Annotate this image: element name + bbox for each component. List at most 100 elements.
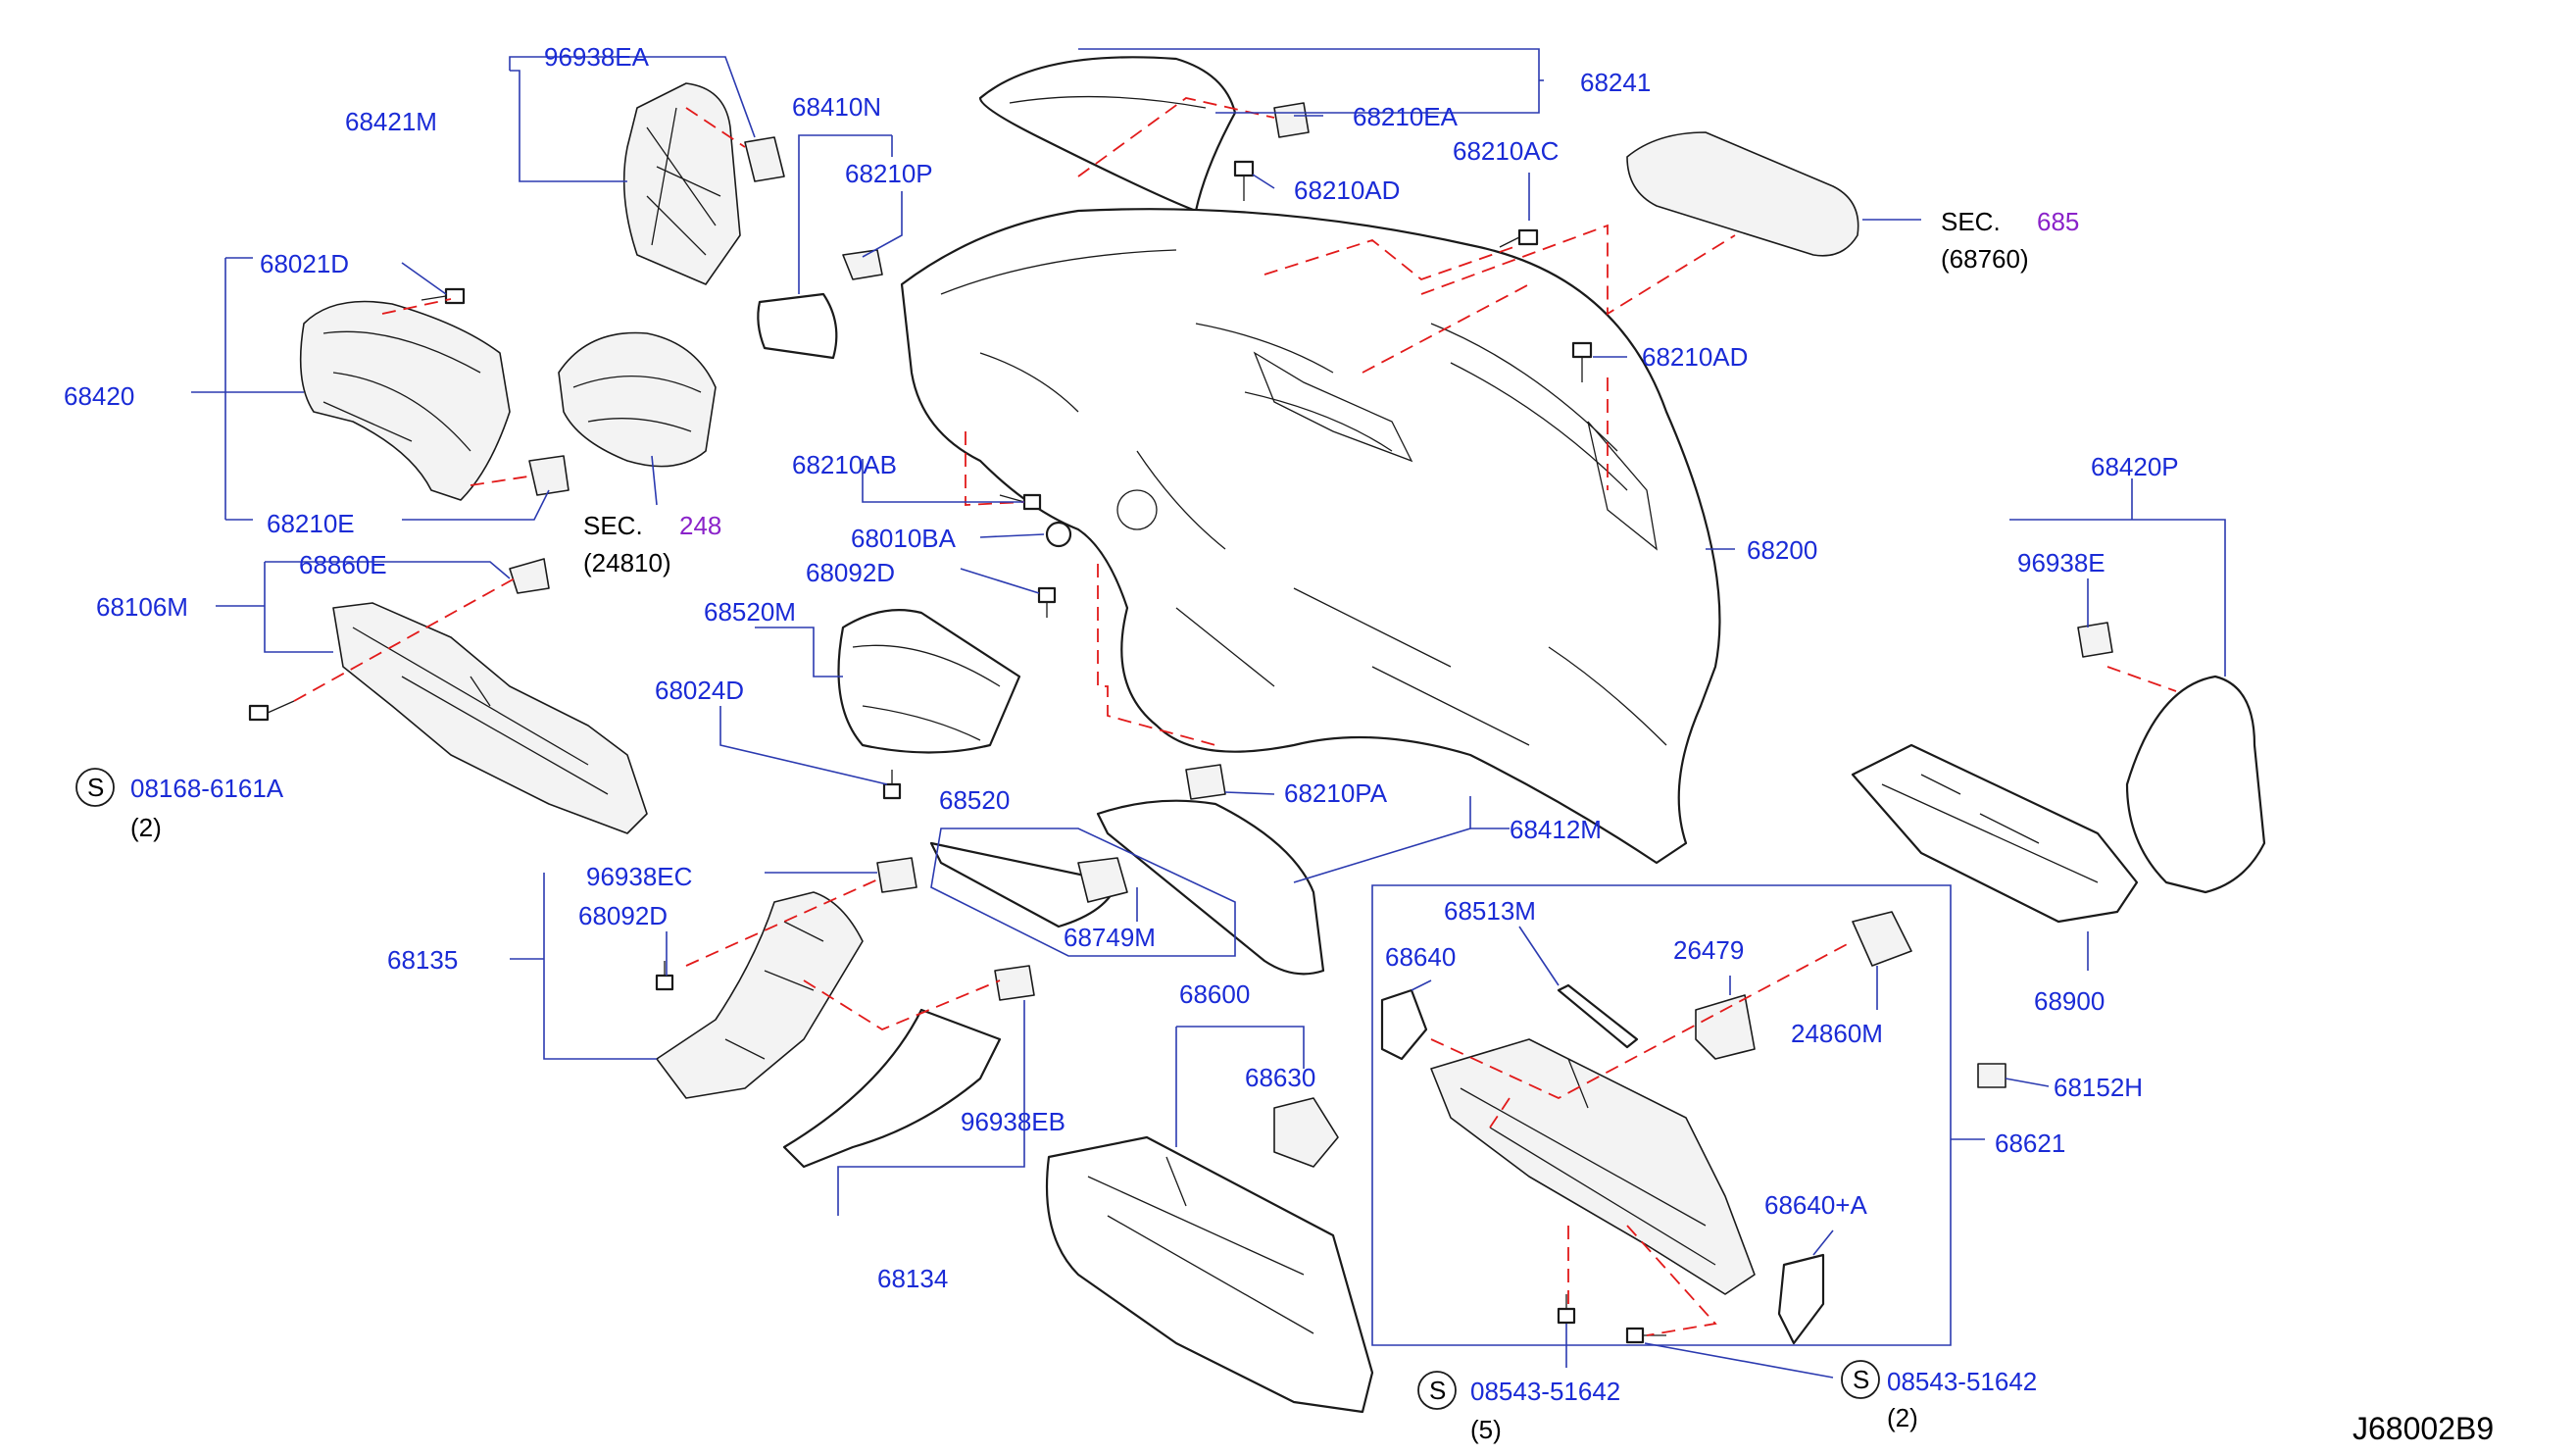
label-qty-5: (5) xyxy=(1470,1415,1502,1444)
label-68749M: 68749M xyxy=(1064,923,1156,952)
part-68621-inner-box xyxy=(1430,1038,1756,1295)
clip-96938EC xyxy=(876,857,917,893)
label-68520M: 68520M xyxy=(704,597,796,627)
label-68010BA: 68010BA xyxy=(851,524,957,553)
label-24860M: 24860M xyxy=(1791,1019,1883,1048)
label-68210P: 68210P xyxy=(845,159,933,188)
part-68421M-finisher xyxy=(622,82,741,285)
s-symbol-circle-2 xyxy=(1417,1371,1457,1410)
label-68210AC: 68210AC xyxy=(1453,136,1559,166)
part-68630 xyxy=(1273,1097,1339,1168)
label-68210AB: 68210AB xyxy=(792,450,897,479)
label-68860E: 68860E xyxy=(299,550,387,579)
clip-68010BA xyxy=(1045,521,1072,548)
part-68135 xyxy=(656,891,864,1099)
part-68640A xyxy=(1777,1253,1825,1345)
label-68421M: 68421M xyxy=(345,107,437,136)
part-68152H xyxy=(1977,1063,2006,1088)
label-08168-6161A: 08168-6161A xyxy=(130,774,284,803)
diagram-code: J68002B9 xyxy=(2353,1411,2494,1446)
label-68135: 68135 xyxy=(387,945,458,975)
label-96938EB: 96938EB xyxy=(961,1107,1065,1136)
label-s-symbol-2: S xyxy=(1429,1376,1446,1405)
label-68630: 68630 xyxy=(1245,1063,1315,1092)
label-sec685-num: 685 xyxy=(2037,207,2079,236)
part-sec248-meter xyxy=(558,331,717,468)
label-68106M: 68106M xyxy=(96,592,188,622)
screw-08168 xyxy=(248,700,295,722)
label-68210PA: 68210PA xyxy=(1284,778,1388,808)
label-68412M: 68412M xyxy=(1510,815,1602,844)
clip-96938EA xyxy=(744,136,785,182)
label-qty-2-a: (2) xyxy=(130,813,162,842)
clip-68210P xyxy=(842,249,883,280)
label-68420P: 68420P xyxy=(2091,452,2179,481)
label-sec248-num: 248 xyxy=(679,511,721,540)
label-68410N: 68410N xyxy=(792,92,881,122)
s-symbol-circle-3 xyxy=(1841,1360,1880,1399)
assembly-lines xyxy=(293,97,2177,1336)
part-sec685-panel xyxy=(1626,131,1859,257)
label-68600: 68600 xyxy=(1179,979,1250,1009)
label-96938EC: 96938EC xyxy=(586,862,692,891)
part-68900-bracket xyxy=(1851,743,2139,924)
label-08543-51642-b: 08543-51642 xyxy=(1887,1367,2037,1396)
part-68241-cover xyxy=(978,56,1237,213)
label-08543-51642-a: 08543-51642 xyxy=(1470,1377,1620,1406)
screw-08543-a xyxy=(1557,1294,1576,1325)
label-sec685-prefix: SEC. xyxy=(1941,207,2001,236)
screw-08543-b xyxy=(1625,1327,1666,1344)
label-68210E: 68210E xyxy=(267,509,355,538)
label-26479: 26479 xyxy=(1673,935,1744,965)
label-sec248-ref: (24810) xyxy=(583,548,671,577)
s-symbol-circle-1 xyxy=(75,768,115,807)
screw-68024D xyxy=(882,770,902,800)
screw-68092D-b xyxy=(655,961,674,991)
label-s-symbol-1: S xyxy=(87,773,104,802)
part-26479-latch xyxy=(1695,994,1756,1060)
label-68210AD-a: 68210AD xyxy=(1294,176,1400,205)
s-symbols xyxy=(75,768,1880,1410)
clip-68860E xyxy=(509,558,550,594)
label-68200: 68200 xyxy=(1747,535,1817,565)
label-68210AD-b: 68210AD xyxy=(1642,342,1748,372)
part-68106M-lower-cover xyxy=(332,602,648,834)
part-24860M-harness xyxy=(1852,911,1912,967)
label-96938E: 96938E xyxy=(2017,548,2105,577)
clip-68210PA xyxy=(1185,764,1226,800)
label-68900: 68900 xyxy=(2034,986,2105,1016)
part-68749M xyxy=(1077,857,1128,903)
part-68200-instrument-panel xyxy=(900,208,1721,865)
clip-96938E xyxy=(2077,622,2113,658)
screw-68210AC xyxy=(1499,228,1539,248)
label-68640A: 68640+A xyxy=(1764,1190,1867,1220)
part-68412M xyxy=(1096,799,1325,976)
label-68092D-a: 68092D xyxy=(806,558,895,587)
part-68513M-rod xyxy=(1557,983,1639,1049)
labels: 96938EA 68421M 68410N 68210P 68241 68210… xyxy=(64,42,2494,1446)
screw-68210AD-a xyxy=(1233,160,1255,201)
label-sec248-prefix: SEC. xyxy=(583,511,643,540)
clip-68210EA xyxy=(1273,102,1310,138)
label-68024D: 68024D xyxy=(655,676,744,705)
screw-68092D-a xyxy=(1037,586,1057,618)
clip-68210E xyxy=(528,455,570,496)
leader-lines xyxy=(191,48,2226,1379)
part-68640 xyxy=(1380,988,1428,1061)
screw-68210AD-b xyxy=(1571,341,1593,382)
label-68092D-b: 68092D xyxy=(578,901,668,930)
clip-96938EB xyxy=(994,965,1035,1001)
label-68021D: 68021D xyxy=(260,249,349,278)
part-68410N-lid xyxy=(757,292,838,360)
part-68420-cluster-lid xyxy=(299,300,511,501)
part-68420P xyxy=(2125,675,2266,894)
label-s-symbol-3: S xyxy=(1853,1365,1869,1394)
label-68241: 68241 xyxy=(1580,68,1651,97)
label-sec685-ref: (68760) xyxy=(1941,244,2029,274)
label-68513M: 68513M xyxy=(1444,896,1536,926)
label-68152H: 68152H xyxy=(2054,1073,2143,1102)
label-68134: 68134 xyxy=(877,1264,948,1293)
label-68621: 68621 xyxy=(1995,1129,2065,1158)
label-qty-2-b: (2) xyxy=(1887,1403,1918,1432)
